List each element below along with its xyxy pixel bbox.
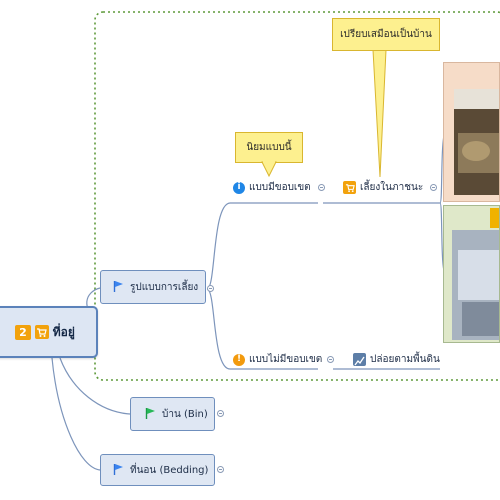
topic-label: รูปแบบการเลี้ยง [130, 281, 199, 293]
connector-root-bin [59, 357, 131, 415]
collapse-toggle[interactable] [327, 356, 334, 363]
cart-icon [343, 181, 356, 194]
expand-toggle[interactable] [217, 466, 224, 473]
subtopic-ground[interactable]: ปล่อยตามพื้นดิน [353, 352, 440, 367]
priority-badge: 2 [15, 324, 31, 340]
root-topic-housing[interactable]: 2 ที่อยู่ [0, 306, 98, 358]
blue-flag-icon [113, 280, 124, 295]
callout-popular: นิยมแบบนี้ [235, 132, 303, 163]
topic-bedding[interactable]: ที่นอน (Bedding) [100, 454, 215, 486]
green-flag-icon [145, 407, 156, 422]
topic-bin[interactable]: บ้าน (Bin) [130, 397, 215, 431]
collapse-toggle[interactable] [430, 184, 437, 191]
chart-icon [353, 353, 366, 366]
expand-toggle[interactable] [217, 410, 224, 417]
collapse-toggle[interactable] [318, 184, 325, 191]
photo-tank-2 [443, 205, 500, 343]
summary-boundary [94, 11, 500, 381]
connector-style-unfenced [206, 288, 318, 370]
subtopic-fenced[interactable]: i แบบมีขอบเขต [233, 180, 311, 195]
topic-rearing-style[interactable]: รูปแบบการเลี้ยง [100, 270, 206, 304]
subtopic-label: ปล่อยตามพื้นดิน [370, 354, 440, 365]
topic-label: ที่นอน (Bedding) [130, 464, 209, 476]
connector-root-bedding [51, 357, 101, 471]
root-topic-label: ที่อยู่ [52, 324, 75, 339]
container-photo-icon [454, 89, 499, 195]
subtopic-label: แบบไม่มีขอบเขต [249, 354, 323, 365]
info-icon: i [233, 181, 245, 194]
callout-homelike: เปรียบเสมือนเป็นบ้าน [332, 18, 440, 51]
callout-popular-text: นิยมแบบนี้ [246, 142, 292, 153]
callout-homelike-text: เปรียบเสมือนเป็นบ้าน [340, 29, 432, 40]
subtopic-label: แบบมีขอบเขต [249, 182, 311, 193]
subtopic-unfenced[interactable]: ! แบบไม่มีขอบเขต [233, 352, 322, 367]
warning-icon: ! [233, 353, 245, 366]
collapse-toggle[interactable] [207, 285, 214, 292]
photo-tank-1 [443, 62, 500, 202]
blue-flag-icon [113, 463, 124, 478]
subtopic-container[interactable]: เลี้ยงในภาชนะ [343, 180, 423, 195]
container-photo-icon [452, 208, 499, 340]
subtopic-label: เลี้ยงในภาชนะ [360, 182, 424, 193]
topic-label: บ้าน (Bin) [162, 408, 208, 420]
cart-icon [34, 325, 49, 339]
